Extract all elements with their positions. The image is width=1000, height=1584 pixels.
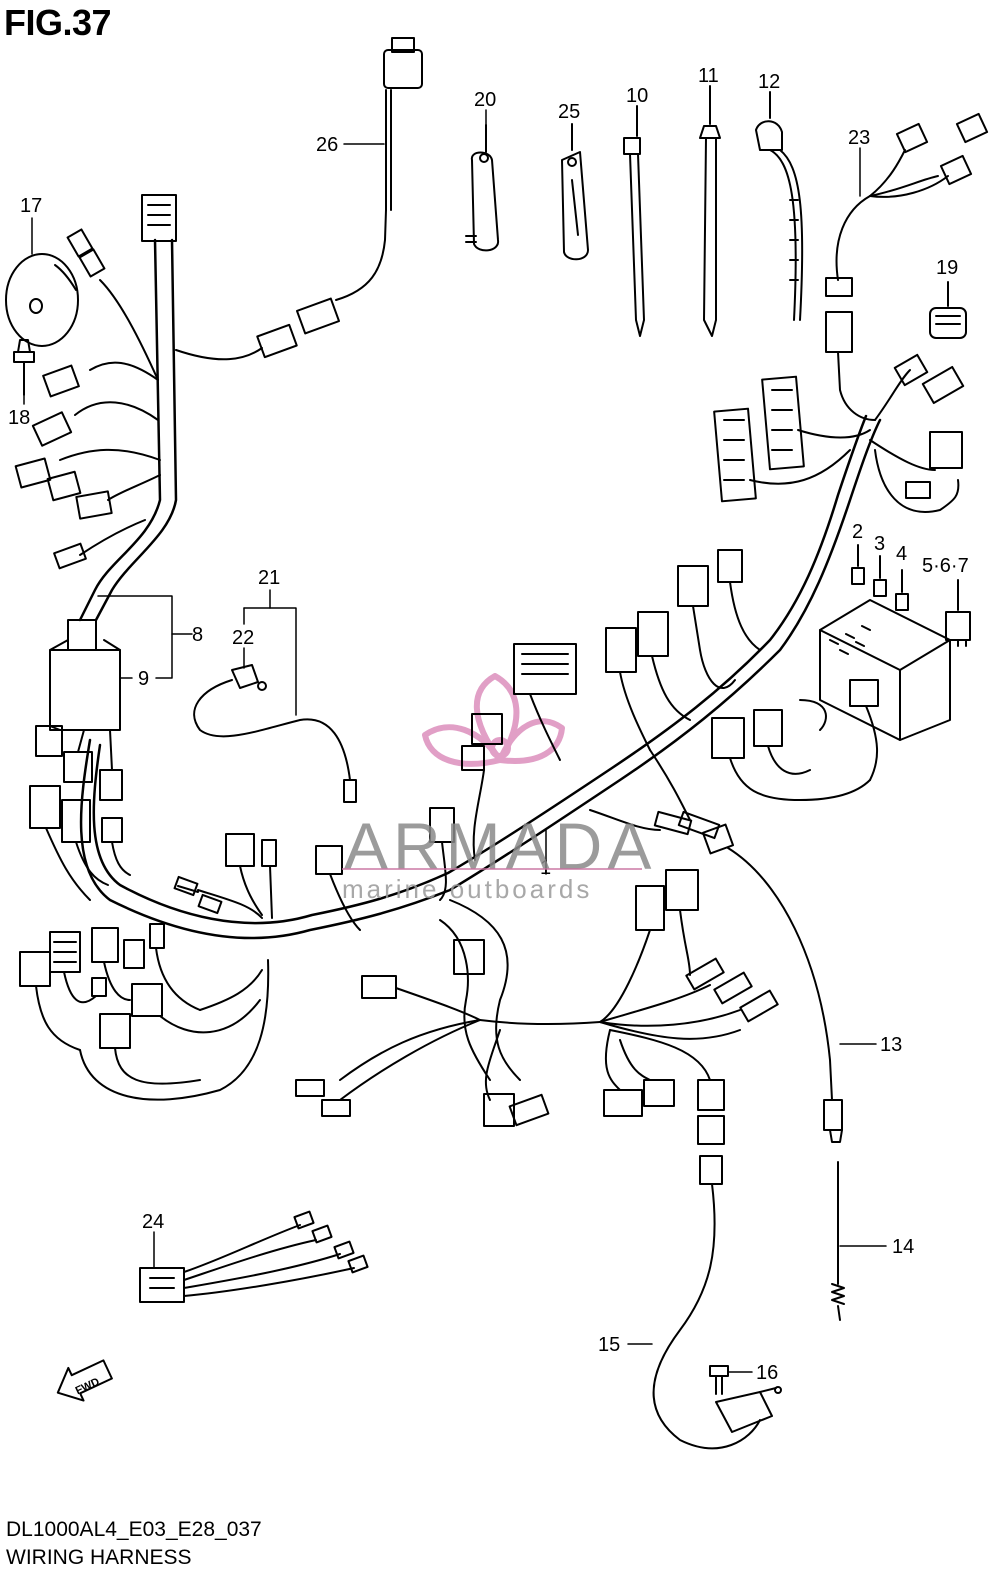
fwd-arrow-icon [56,1359,113,1402]
diagram-caption: WIRING HARNESS [6,1546,192,1569]
callout-20[interactable]: 20 [474,89,496,111]
accessory-socket-harness [175,37,423,361]
callout-14[interactable]: 14 [892,1236,914,1258]
center-lower-branches [295,869,779,1145]
center-right-connectors [513,549,871,840]
callout-16[interactable]: 16 [756,1362,778,1384]
cable-tie-with-clip-icon [699,85,721,337]
callout-25[interactable]: 25 [558,101,580,123]
callout-labels: 1 2 3 4 5·6·7 8 9 10 11 12 13 14 15 16 1… [8,65,969,1384]
watermark-logo-icon [422,673,565,767]
callout-12[interactable]: 12 [758,71,780,93]
sub-harness-23 [825,112,989,297]
callout-9[interactable]: 9 [138,668,149,690]
callout-17[interactable]: 17 [20,195,42,217]
callout-8[interactable]: 8 [192,624,203,646]
stay-bracket-icon [465,124,500,252]
clamp-plate-icon [561,123,589,261]
callout-2[interactable]: 2 [852,521,863,543]
return-spring-icon [831,1161,845,1321]
left-branch-connectors [14,361,161,570]
screw-icon [709,1365,729,1395]
callout-26[interactable]: 26 [316,134,338,156]
callout-21[interactable]: 21 [258,567,280,589]
callout-11[interactable]: 11 [698,65,719,87]
callout-19[interactable]: 19 [936,257,958,279]
callout-4[interactable]: 4 [896,543,907,565]
callout-18[interactable]: 18 [8,407,30,429]
watermark-divider [342,868,642,870]
cable-tie-clamp-icon [755,91,804,321]
callout-5-6-7[interactable]: 5·6·7 [922,555,969,577]
ecm-connectors [713,311,965,513]
figure-title: FIG.37 [4,2,112,43]
left-lower-connectors [19,785,270,1101]
bolt-icon [13,339,35,396]
callout-10[interactable]: 10 [626,85,648,107]
fuse-box-icon [819,599,951,781]
control-unit-icon [35,619,123,801]
callout-23[interactable]: 23 [848,127,870,149]
callout-3[interactable]: 3 [874,533,885,555]
sensor-lead-icon [193,664,357,803]
main-harness-trunk [78,238,882,940]
horn-icon [5,228,159,381]
relay-icon [945,579,971,647]
main-connector-icon [141,194,177,242]
sub-harness-24 [139,1210,369,1303]
fuse-icon [851,544,909,611]
callout-22[interactable]: 22 [232,627,254,649]
center-connectors [173,713,503,931]
callout-15[interactable]: 15 [598,1334,620,1356]
switch-harness-15 [652,1155,782,1450]
cable-tie-icon [623,105,645,337]
callout-13[interactable]: 13 [880,1034,902,1056]
callout-24[interactable]: 24 [142,1211,164,1233]
leader-lines [23,109,887,1373]
diagram-code: DL1000AL4_E03_E28_037 [6,1518,262,1541]
watermark-name: ARMADA [344,809,657,883]
watermark-subtitle: marine outboards [342,874,593,904]
switch-harness-13 [701,823,843,1143]
rubber-cap-icon [929,281,967,339]
